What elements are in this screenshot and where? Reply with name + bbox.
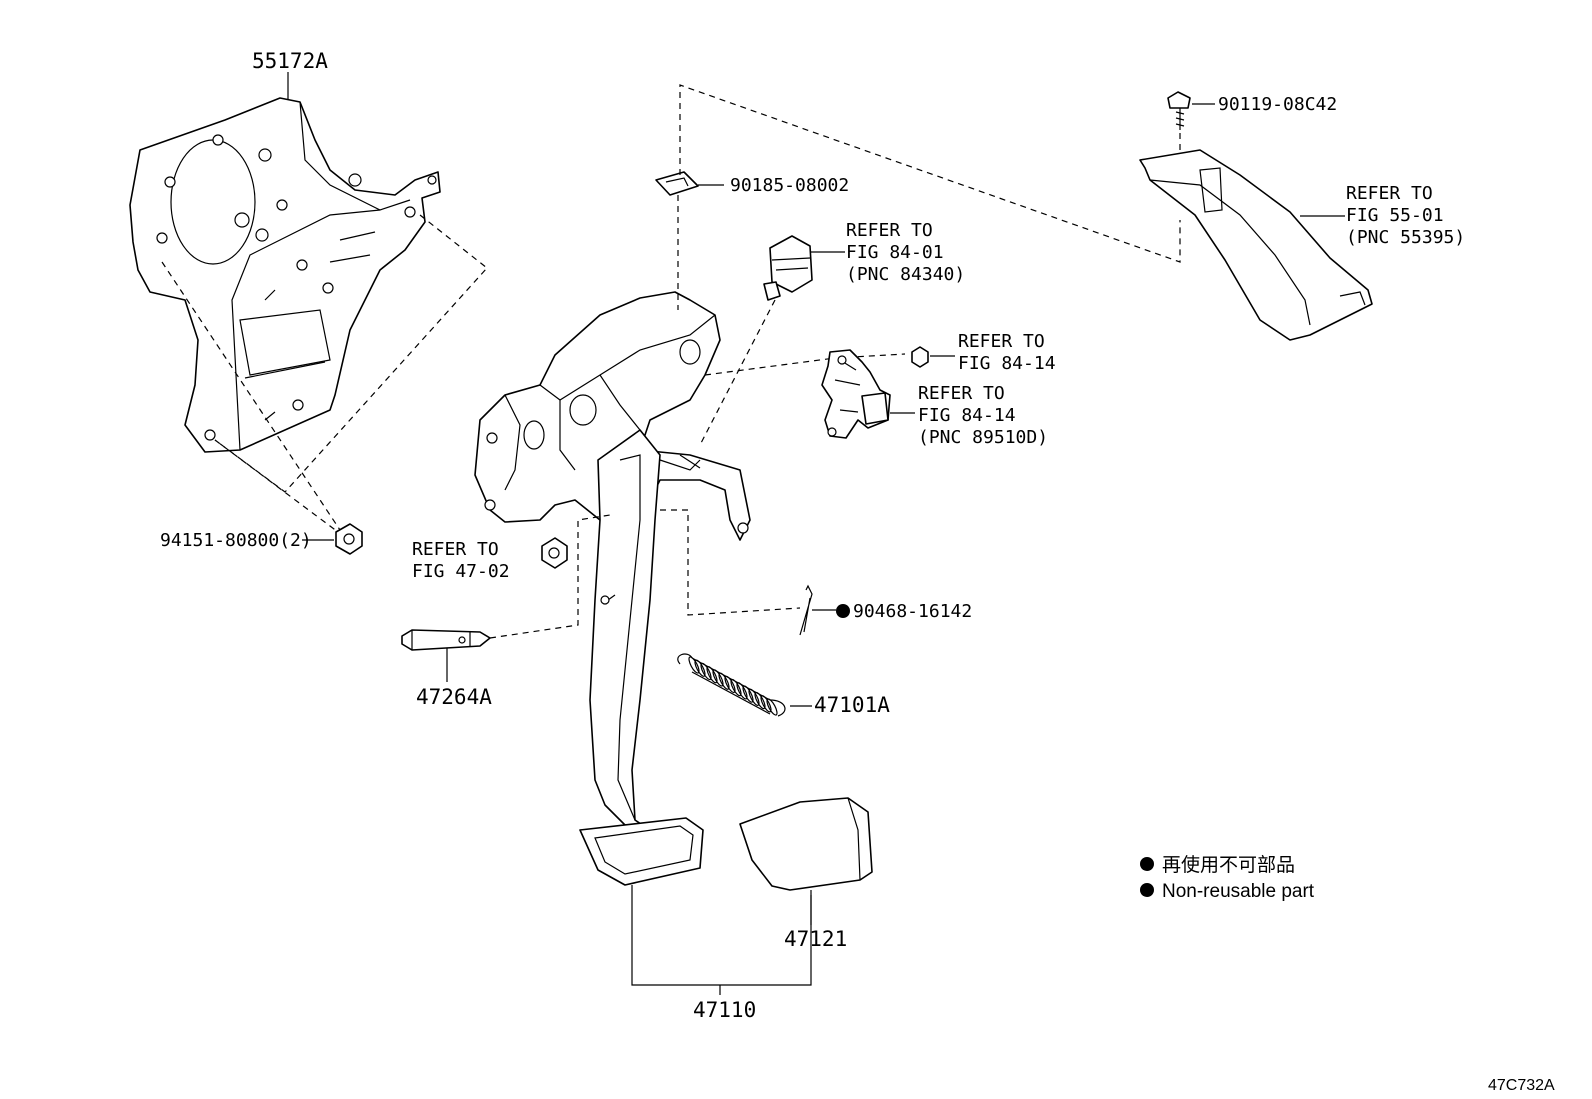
spring-coil bbox=[700, 662, 712, 681]
refer-fig-84-01-line1: REFER TO bbox=[846, 220, 933, 241]
callout-90185-08002: 90185-08002 bbox=[730, 175, 849, 196]
spring-coil bbox=[736, 682, 748, 700]
callout-90468-16142: 90468-16142 bbox=[853, 601, 972, 622]
clevis-pin[interactable] bbox=[401, 629, 491, 651]
callout-47110: 47110 bbox=[693, 998, 756, 1022]
callout-94151-80800: 94151-80800(2) bbox=[160, 530, 312, 551]
legend-non-reusable-jp: 再使用不可部品 bbox=[1162, 854, 1295, 876]
legend-dot-1 bbox=[1140, 857, 1154, 871]
sensor-nut[interactable] bbox=[911, 346, 929, 368]
refer-fig-84-14-sensor-line2: FIG 84-14 bbox=[918, 405, 1016, 426]
refer-fig-84-01-line2: FIG 84-01 bbox=[846, 242, 944, 263]
spring-coil bbox=[760, 695, 772, 713]
spring-coil bbox=[766, 698, 778, 716]
refer-fig-55-01-line3: (PNC 55395) bbox=[1346, 227, 1465, 248]
refer-fig-84-01-line3: (PNC 84340) bbox=[846, 264, 965, 285]
pedal-support-bracket[interactable] bbox=[129, 97, 441, 453]
cotter-pin[interactable] bbox=[799, 584, 813, 636]
spring-coil bbox=[724, 675, 736, 694]
spring-coil bbox=[730, 678, 742, 697]
flange-nut-center[interactable] bbox=[541, 537, 568, 569]
flange-bolt-top[interactable] bbox=[1167, 91, 1191, 130]
spring-coil bbox=[754, 691, 766, 710]
refer-fig-47-02-line1: REFER TO bbox=[412, 539, 499, 560]
refer-fig-84-14-sensor-line3: (PNC 89510D) bbox=[918, 427, 1048, 448]
spring-coil bbox=[718, 672, 730, 690]
spring-coil bbox=[748, 688, 760, 706]
refer-fig-55-01-line2: FIG 55-01 bbox=[1346, 205, 1444, 226]
legend-dot-2 bbox=[1140, 883, 1154, 897]
refer-fig-47-02-line2: FIG 47-02 bbox=[412, 561, 510, 582]
stop-lamp-switch[interactable] bbox=[763, 235, 813, 301]
clip[interactable] bbox=[655, 171, 699, 196]
flange-nut-left[interactable] bbox=[335, 523, 363, 555]
spring-coil bbox=[706, 666, 718, 684]
refer-fig-84-14-line1: REFER TO bbox=[958, 331, 1045, 352]
non-reusable-dot-cotter-pin bbox=[836, 604, 850, 618]
spring-coil bbox=[712, 669, 724, 687]
refer-fig-55-01-line1: REFER TO bbox=[1346, 183, 1433, 204]
spring-coil bbox=[742, 685, 754, 703]
callout-47264a: 47264A bbox=[416, 685, 492, 709]
pedal-pad[interactable] bbox=[739, 797, 873, 891]
spring-coils bbox=[688, 656, 778, 716]
refer-fig-84-14-sensor-line1: REFER TO bbox=[918, 383, 1005, 404]
callout-55172a: 55172A bbox=[252, 49, 328, 73]
callout-47101a: 47101A bbox=[814, 693, 890, 717]
spring-coil bbox=[694, 659, 706, 677]
lower-cover[interactable] bbox=[1139, 149, 1373, 341]
callout-47121: 47121 bbox=[784, 927, 847, 951]
figure-id: 47C732A bbox=[1488, 1077, 1555, 1094]
legend-non-reusable-en: Non-reusable part bbox=[1162, 881, 1315, 902]
pedal-stroke-sensor[interactable] bbox=[821, 349, 891, 439]
callout-90119-08c42: 90119-08C42 bbox=[1218, 94, 1337, 115]
spring-coil bbox=[688, 656, 700, 674]
brake-pedal-assembly[interactable] bbox=[474, 291, 751, 886]
refer-fig-84-14-line2: FIG 84-14 bbox=[958, 353, 1056, 374]
